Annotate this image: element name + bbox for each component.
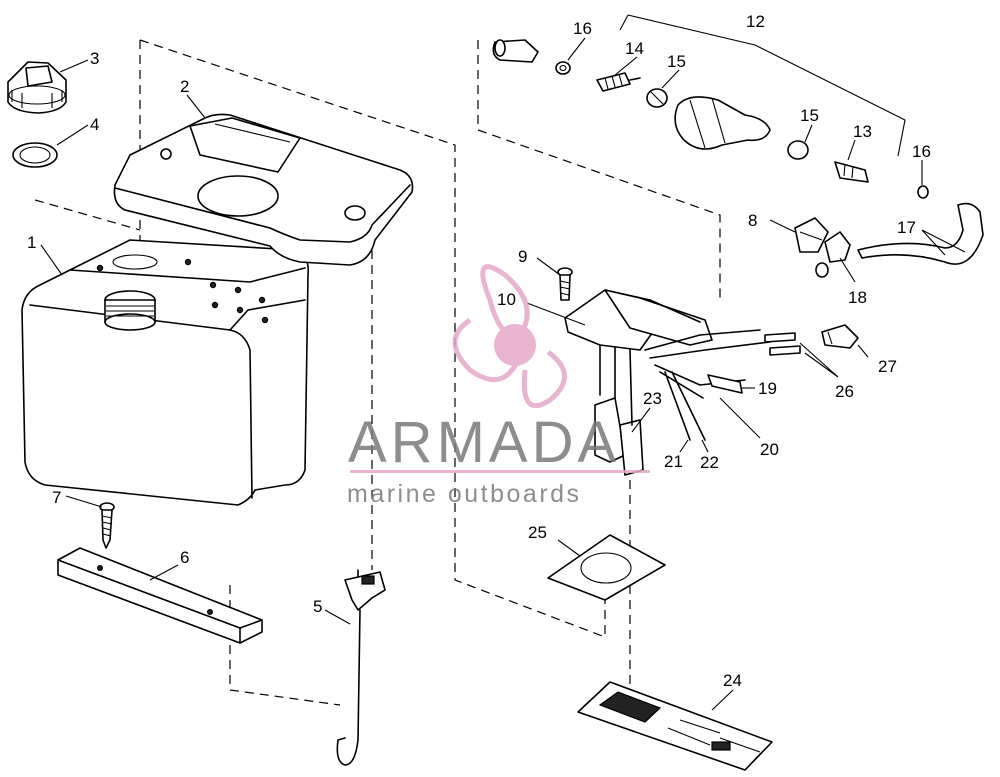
callout-23: 23 xyxy=(643,389,662,408)
callout-26: 26 xyxy=(835,382,854,401)
callout-14: 14 xyxy=(625,39,644,58)
primer-bulb-assembly xyxy=(492,39,929,199)
callout-16a: 16 xyxy=(573,19,592,38)
callout-3: 3 xyxy=(90,49,99,68)
callout-10: 10 xyxy=(497,290,516,309)
hose-fittings xyxy=(794,217,851,278)
cap-gasket xyxy=(12,142,58,168)
callout-1: 1 xyxy=(27,233,36,252)
armada-watermark: ARMADA marine outboards xyxy=(347,264,650,508)
callout-18: 18 xyxy=(848,288,867,307)
callout-4: 4 xyxy=(90,115,99,134)
fuel-tank xyxy=(21,239,310,506)
callout-5: 5 xyxy=(313,597,322,616)
pickup-screw xyxy=(557,267,573,301)
wire-connector xyxy=(821,324,859,349)
callout-16b: 16 xyxy=(912,142,931,161)
callout-20: 20 xyxy=(760,440,779,459)
callout-25: 25 xyxy=(528,523,547,542)
callout-21: 21 xyxy=(664,452,683,471)
callout-2: 2 xyxy=(180,77,189,96)
callout-15a: 15 xyxy=(667,52,686,71)
filler-cap xyxy=(7,61,67,114)
callout-9: 9 xyxy=(518,247,527,266)
callout-27: 27 xyxy=(878,357,897,376)
fuel-level-decal xyxy=(577,681,773,771)
brand-name: ARMADA xyxy=(348,410,620,475)
leader-lines xyxy=(40,14,966,711)
brand-underline xyxy=(350,470,650,473)
mounting-bracket xyxy=(57,547,263,644)
callout-24: 24 xyxy=(723,671,742,690)
fuel-hose xyxy=(857,202,984,265)
propeller-logo-icon xyxy=(452,264,567,409)
callout-15b: 15 xyxy=(800,106,819,125)
assembly-lines xyxy=(34,39,721,706)
callout-17: 17 xyxy=(897,218,916,237)
bracket-screw xyxy=(99,502,115,549)
tank-vent-holes xyxy=(96,258,269,324)
fuel-gauge xyxy=(336,569,386,766)
callout-13: 13 xyxy=(853,122,872,141)
pickup-gasket xyxy=(547,534,666,601)
callout-22: 22 xyxy=(700,453,719,472)
callout-6: 6 xyxy=(180,548,189,567)
callout-19: 19 xyxy=(758,379,777,398)
callout-8: 8 xyxy=(748,211,757,230)
fuel-pickup-unit xyxy=(564,289,801,476)
brand-tagline: marine outboards xyxy=(347,480,582,508)
callout-12: 12 xyxy=(746,12,765,31)
tank-cover xyxy=(113,113,414,266)
callout-labels: 1 2 3 4 5 6 7 8 9 10 12 13 14 15 15 16 1… xyxy=(27,12,931,690)
callout-7: 7 xyxy=(52,488,61,507)
